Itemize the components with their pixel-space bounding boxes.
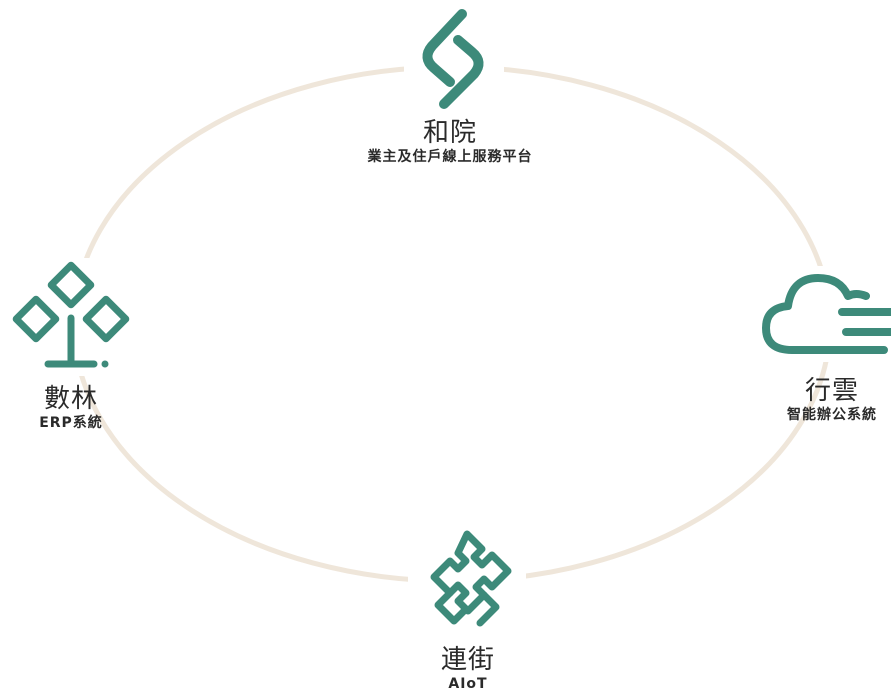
node-heyuan: 和院 業主及住戶線上服務平台 [290,118,610,166]
cloud-icon [756,266,891,362]
node-subtitle: ERP系統 [39,415,103,431]
link-icon [404,4,504,120]
node-title: 和院 [422,118,477,148]
node-title: 行雲 [804,376,859,406]
node-title: 連街 [440,645,495,675]
node-xingyun: 行雲 智能辦公系統 [762,376,891,424]
puzzle-icon [408,526,526,634]
node-subtitle: AIoT [448,676,488,692]
node-subtitle: 業主及住戶線上服務平台 [367,149,533,165]
node-title: 數林 [43,384,98,414]
node-lianjie: 連街 AIoT [398,645,538,693]
node-subtitle: 智能辦公系統 [787,407,877,423]
node-shulin: 數林 ERP系統 [0,384,146,432]
tree-icon [6,258,136,376]
